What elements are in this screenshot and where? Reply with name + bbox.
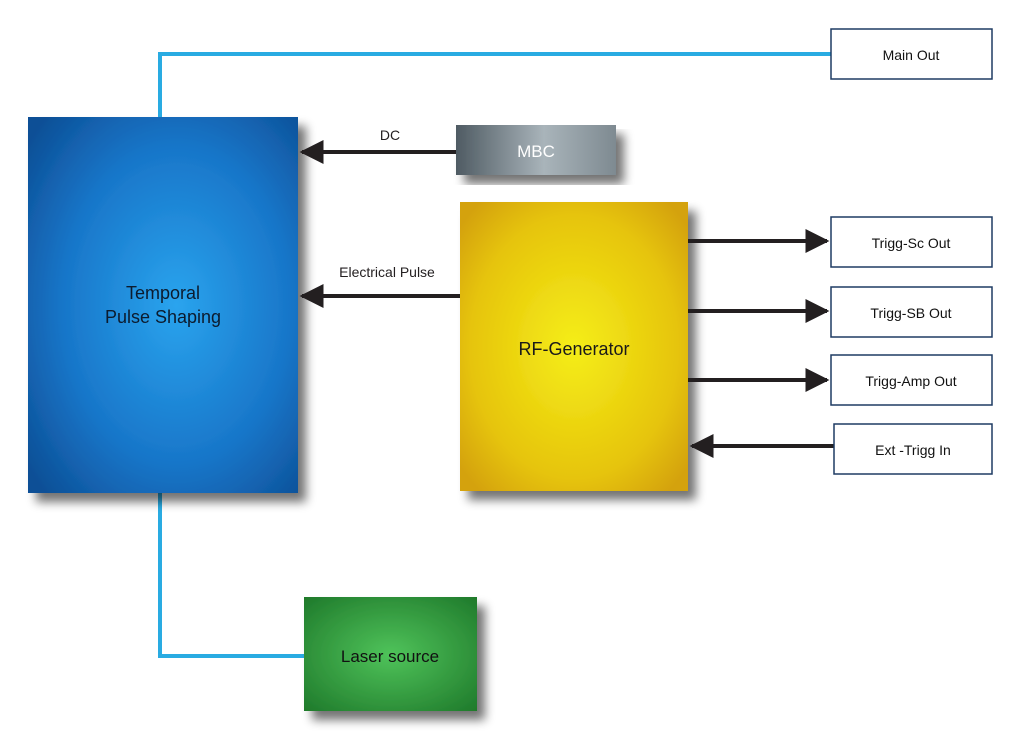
temporal-block-label-line1: Temporal xyxy=(126,283,200,303)
main-out-box: Main Out xyxy=(830,28,993,80)
laser-source-block: Laser source xyxy=(304,597,477,711)
laser-source-label: Laser source xyxy=(341,647,439,666)
ext-trigg-in-label: Ext -Trigg In xyxy=(875,442,951,458)
mbc-block: MBC xyxy=(456,125,616,175)
main-out-label: Main Out xyxy=(883,47,940,63)
main-out-optical-line xyxy=(158,52,831,118)
ext-trigg-in-box: Ext -Trigg In xyxy=(833,423,993,475)
rf-generator-block: RF-Generator xyxy=(460,202,688,491)
electrical-pulse-label: Electrical Pulse xyxy=(339,264,435,280)
trigg-sc-out-label: Trigg-Sc Out xyxy=(872,235,951,251)
trigg-sb-out-box: Trigg-SB Out xyxy=(830,286,993,338)
laser-optical-line xyxy=(158,492,305,658)
dc-label: DC xyxy=(380,127,400,143)
mbc-label: MBC xyxy=(517,142,555,161)
rf-generator-label: RF-Generator xyxy=(518,339,629,359)
trigg-sc-out-box: Trigg-Sc Out xyxy=(830,216,993,268)
temporal-pulse-shaping-block: Temporal Pulse Shaping xyxy=(28,117,298,493)
trigg-amp-out-box: Trigg-Amp Out xyxy=(830,354,993,406)
trigg-amp-out-label: Trigg-Amp Out xyxy=(865,373,956,389)
temporal-block-label-line2: Pulse Shaping xyxy=(105,307,221,327)
trigg-sb-out-label: Trigg-SB Out xyxy=(870,305,951,321)
